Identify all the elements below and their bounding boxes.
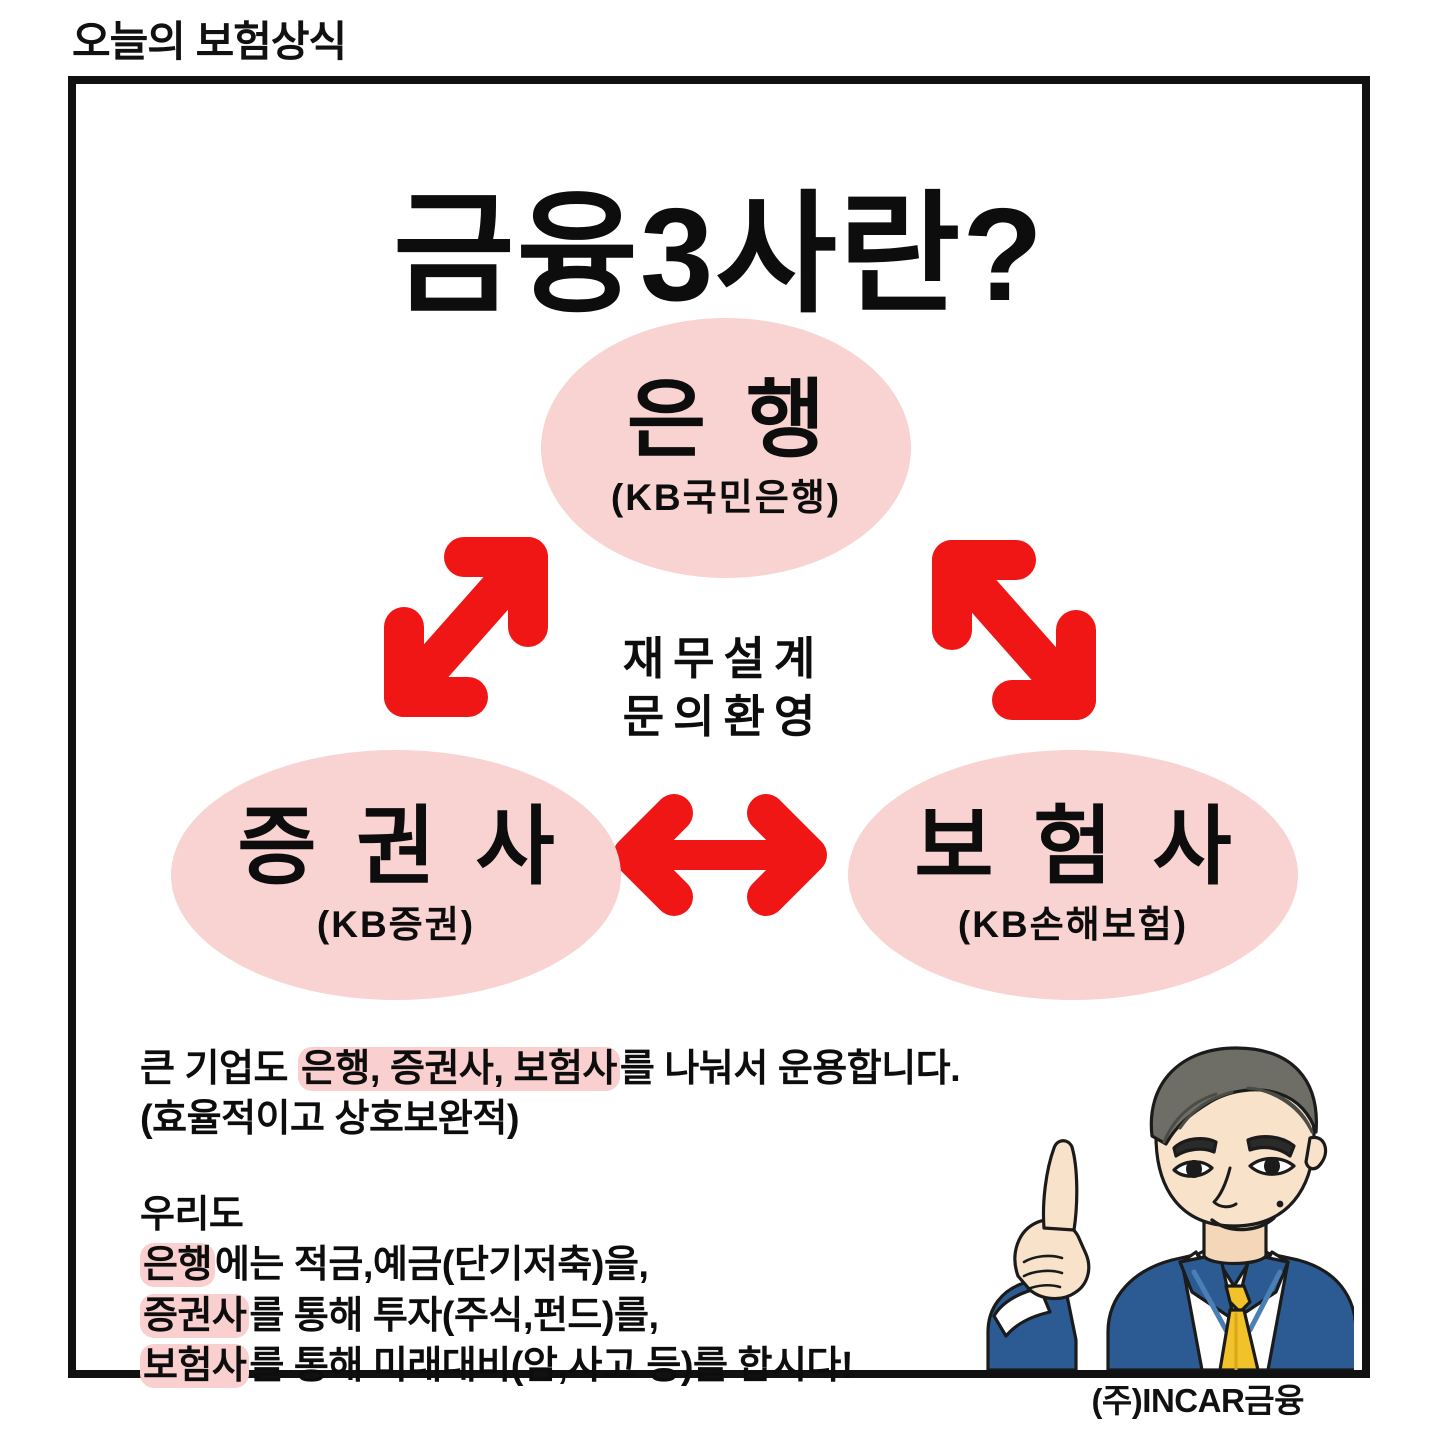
copy-line: (효율적이고 상호보완적) [140, 1094, 1100, 1144]
copy-post: 를 통해 미래대비(암,사고 등)를 합시다! [249, 1344, 854, 1387]
node-bank-sublabel: (KB국민은행) [610, 477, 842, 519]
copy-spacer [140, 1144, 1100, 1190]
copy-post: 에는 적금,예금(단기저축)을, [214, 1244, 649, 1287]
node-insurance-label: 보 험 사 [914, 798, 1240, 895]
copy-highlight: 증권사 [140, 1293, 250, 1338]
copy-highlight: 보험사 [140, 1343, 250, 1388]
center-note-line2: 문의환영 [622, 690, 825, 742]
node-insurance: 보 험 사 (KB손해보험) [848, 750, 1298, 1000]
arrow-bank-insurance [932, 540, 1096, 720]
copy-line: 증권사를 통해 투자(주식,펀드)를, [140, 1291, 1100, 1341]
main-heading: 금융3사란? [393, 181, 1045, 328]
node-insurance-sublabel: (KB손해보험) [957, 904, 1189, 946]
arrow-securities-insurance [613, 794, 827, 916]
copy-line: 은행에는 적금,예금(단기저축)을, [140, 1240, 1100, 1290]
node-securities: 증 권 사 (KB증권) [171, 750, 621, 1000]
center-note-line1: 재무설계 [622, 633, 825, 684]
page-title: 오늘의 보험상식 [72, 18, 347, 65]
copy-line: 보험사를 통해 미래대비(암,사고 등)를 합시다! [140, 1341, 1100, 1391]
copy-pre: 우리도 [140, 1194, 244, 1237]
copy-line: 우리도 [140, 1190, 1100, 1240]
copy-pre: (효율적이고 상호보완적) [140, 1098, 519, 1141]
copy-line: 큰 기업도 은행, 증권사, 보험사를 나눠서 운용합니다. [140, 1044, 1100, 1094]
copy-highlight: 은행, 증권사, 보험사 [297, 1047, 620, 1091]
body-copy: 큰 기업도 은행, 증권사, 보험사를 나눠서 운용합니다. (효율적이고 상호… [140, 1044, 1100, 1391]
copy-highlight: 은행 [140, 1243, 215, 1288]
node-bank: 은 행 (KB국민은행) [541, 318, 911, 578]
center-note: 재무설계 문의환영 [76, 630, 1362, 745]
copy-post: 를 나눠서 운용합니다. [619, 1048, 961, 1090]
node-bank-label: 은 행 [626, 371, 834, 468]
copy-post: 를 통해 투자(주식,펀드)를, [249, 1294, 659, 1337]
node-securities-sublabel: (KB증권) [316, 904, 476, 946]
businessman-illustration [986, 1046, 1354, 1370]
arrow-bank-securities [384, 537, 548, 717]
copy-pre: 큰 기업도 [140, 1048, 298, 1090]
infographic-frame: 금융3사란? 은 행 (KB국민은행) 증 권 사 (KB증권) 보 험 사 [68, 76, 1370, 1419]
footer-brand: (주)INCAR금융 [1091, 1382, 1304, 1419]
node-securities-label: 증 권 사 [237, 798, 563, 895]
